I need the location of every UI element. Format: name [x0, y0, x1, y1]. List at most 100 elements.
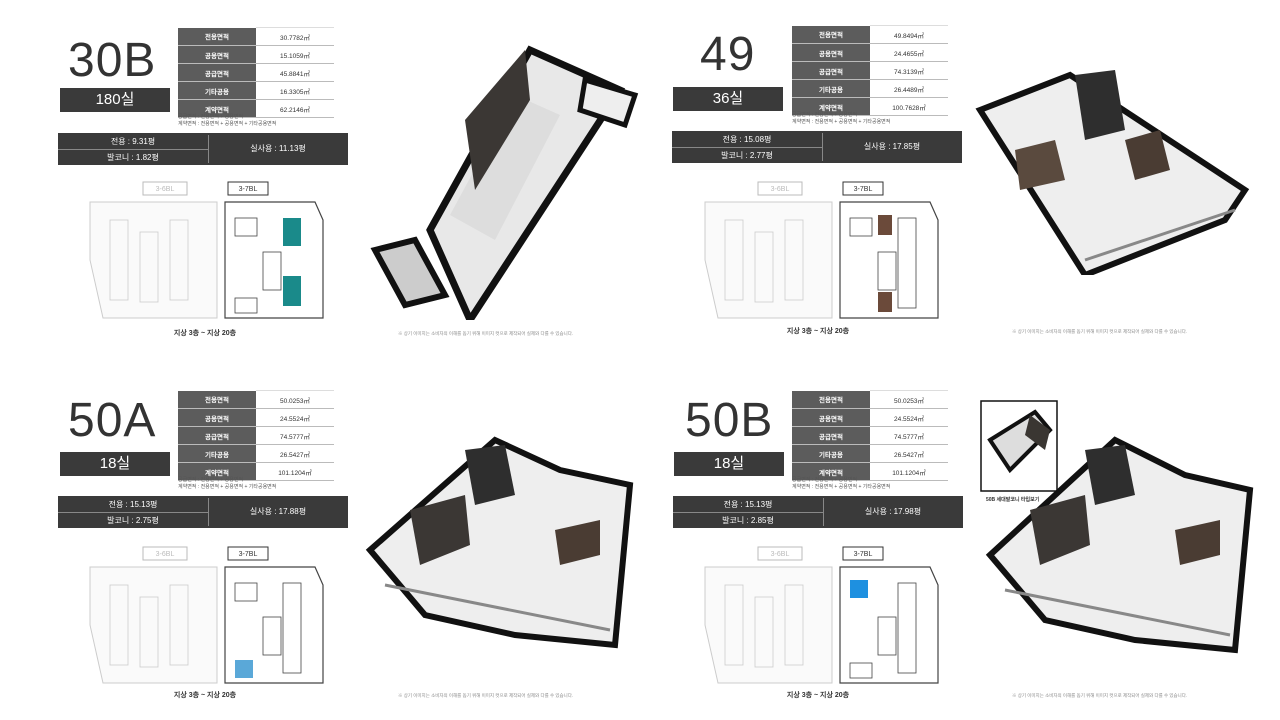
- unit-count: 18실: [674, 452, 784, 476]
- area-value: 50.0253㎡: [870, 390, 948, 409]
- strip-divider: [208, 135, 209, 163]
- block-3-6bl-label: 3-6BL: [156, 186, 175, 193]
- strip-divider: [823, 498, 824, 526]
- block-3-6bl-label: 3-6BL: [771, 186, 790, 193]
- note-supply: 공급면적 : 전용면적 + 공용면적: [792, 477, 858, 483]
- area-value: 24.5524㎡: [256, 408, 334, 427]
- area-value: 101.1204㎡: [256, 462, 334, 481]
- area-value: 74.5777㎡: [870, 426, 948, 445]
- area-value: 74.5777㎡: [256, 426, 334, 445]
- exclusive-pyeong: 전용 : 15.13평: [723, 500, 773, 509]
- exclusive-pyeong: 전용 : 15.13평: [108, 500, 158, 509]
- note-contract: 계약면적 : 전용면적 + 공용면적 + 기타공용면적: [792, 484, 891, 490]
- site-plan: 3-6BL 3-7BL: [704, 546, 939, 684]
- strip-divider: [822, 133, 823, 161]
- area-notes: 공급면적 : 전용면적 + 공용면적 계약면적 : 전용면적 + 공용면적 + …: [178, 477, 276, 491]
- area-label: 계약면적: [178, 462, 256, 481]
- exclusive-pyeong: 전용 : 15.08평: [722, 135, 772, 144]
- block-3-7bl-label: 3-7BL: [239, 186, 258, 193]
- unit-count: 36실: [673, 87, 783, 111]
- area-value: 16.3305㎡: [256, 81, 334, 100]
- actual-pyeong: 실사용 : 11.13평: [250, 144, 306, 153]
- balcony-inset-image: [980, 400, 1058, 492]
- balcony-pyeong: 발코니 : 1.82평: [58, 149, 208, 165]
- area-label: 공용면적: [792, 408, 870, 427]
- block-3-7bl-label: 3-7BL: [239, 551, 258, 558]
- area-label: 전용면적: [178, 27, 256, 46]
- area-value: 24.4655㎡: [870, 43, 948, 62]
- balcony-pyeong: 발코니 : 2.85평: [673, 512, 823, 528]
- area-label: 전용면적: [792, 25, 870, 44]
- note-contract: 계약면적 : 전용면적 + 공용면적 + 기타공용면적: [178, 484, 277, 490]
- pyeong-strip: 전용 : 15.13평 발코니 : 2.85평 실사용 : 17.98평: [673, 496, 963, 528]
- area-label: 계약면적: [178, 99, 256, 118]
- actual-pyeong: 실사용 : 17.85평: [863, 142, 921, 151]
- unit-type: 50A: [68, 394, 157, 447]
- area-value: 26.4489㎡: [870, 79, 948, 98]
- area-label: 기타공용: [792, 79, 870, 98]
- note-contract: 계약면적 : 전용면적 + 공용면적 + 기타공용면적: [178, 121, 277, 127]
- area-label: 계약면적: [792, 97, 870, 116]
- area-value: 62.2146㎡: [256, 99, 334, 118]
- pyeong-strip: 전용 : 15.08평 발코니 : 2.77평 실사용 : 17.85평: [672, 131, 962, 163]
- area-value: 49.8494㎡: [870, 25, 948, 44]
- unit-type: 30B: [68, 34, 157, 87]
- area-label: 공급면적: [792, 426, 870, 445]
- area-label: 공급면적: [178, 426, 256, 445]
- area-label: 공용면적: [792, 43, 870, 62]
- area-label: 공용면적: [178, 45, 256, 64]
- note-supply: 공급면적 : 전용면적 + 공용면적: [178, 477, 244, 483]
- unit-type: 50B: [685, 394, 774, 447]
- area-value: 101.1204㎡: [870, 462, 948, 481]
- area-label: 공용면적: [178, 408, 256, 427]
- area-notes: 공급면적 : 전용면적 + 공용면적 계약면적 : 전용면적 + 공용면적 + …: [792, 112, 890, 126]
- unit-count: 18실: [60, 452, 170, 476]
- balcony-pyeong: 발코니 : 2.75평: [58, 512, 208, 528]
- floor-plan-render: [370, 45, 639, 320]
- area-label: 계약면적: [792, 462, 870, 481]
- note-supply: 공급면적 : 전용면적 + 공용면적: [792, 112, 858, 118]
- block-3-6bl-label: 3-6BL: [156, 551, 175, 558]
- area-label: 전용면적: [178, 390, 256, 409]
- area-value: 26.5427㎡: [870, 444, 948, 463]
- note-supply: 공급면적 : 전용면적 + 공용면적: [178, 114, 244, 120]
- disclaimer: ※ 상기 이미지는 소비자의 이해를 돕기 위해 이미지 컷으로 제작되어 실제…: [1012, 693, 1188, 698]
- site-plan: 3-6BL 3-7BL: [89, 546, 324, 684]
- floor-range: 지상 3층 ~ 지상 20층: [786, 692, 850, 699]
- area-notes: 공급면적 : 전용면적 + 공용면적 계약면적 : 전용면적 + 공용면적 + …: [792, 477, 890, 491]
- site-plan: 3-6BL 3-7BL: [89, 181, 324, 319]
- area-value: 26.5427㎡: [256, 444, 334, 463]
- balcony-inset-caption: 50B 세대발코니 타입보기: [986, 497, 1040, 503]
- area-value: 15.1059㎡: [256, 45, 334, 64]
- actual-pyeong: 실사용 : 17.88평: [249, 507, 307, 516]
- area-label: 공급면적: [792, 61, 870, 80]
- area-value: 100.7628㎡: [870, 97, 948, 116]
- disclaimer: ※ 상기 이미지는 소비자의 이해를 돕기 위해 이미지 컷으로 제작되어 실제…: [1012, 329, 1188, 334]
- area-value: 50.0253㎡: [256, 390, 334, 409]
- area-value: 74.3139㎡: [870, 61, 948, 80]
- area-value: 30.7782㎡: [256, 27, 334, 46]
- area-label: 기타공용: [178, 81, 256, 100]
- area-value: 24.5524㎡: [870, 408, 948, 427]
- area-label: 공급면적: [178, 63, 256, 82]
- area-value: 45.8841㎡: [256, 63, 334, 82]
- exclusive-pyeong: 전용 : 9.31평: [110, 137, 156, 146]
- disclaimer: ※ 상기 이미지는 소비자의 이해를 돕기 위해 이미지 컷으로 제작되어 실제…: [398, 693, 574, 698]
- pyeong-strip: 전용 : 15.13평 발코니 : 2.75평 실사용 : 17.88평: [58, 496, 348, 528]
- area-label: 기타공용: [792, 444, 870, 463]
- block-3-6bl-label: 3-6BL: [771, 551, 790, 558]
- site-plan: 3-6BL 3-7BL: [704, 181, 939, 319]
- unit-type: 49: [700, 28, 756, 81]
- floor-plan-render: [365, 436, 634, 649]
- floor-plan-render: [985, 436, 1254, 654]
- note-contract: 계약면적 : 전용면적 + 공용면적 + 기타공용면적: [792, 119, 891, 125]
- balcony-pyeong: 발코니 : 2.77평: [672, 147, 822, 163]
- block-3-7bl-label: 3-7BL: [854, 551, 873, 558]
- area-notes: 공급면적 : 전용면적 + 공용면적 계약면적 : 전용면적 + 공용면적 + …: [178, 114, 276, 128]
